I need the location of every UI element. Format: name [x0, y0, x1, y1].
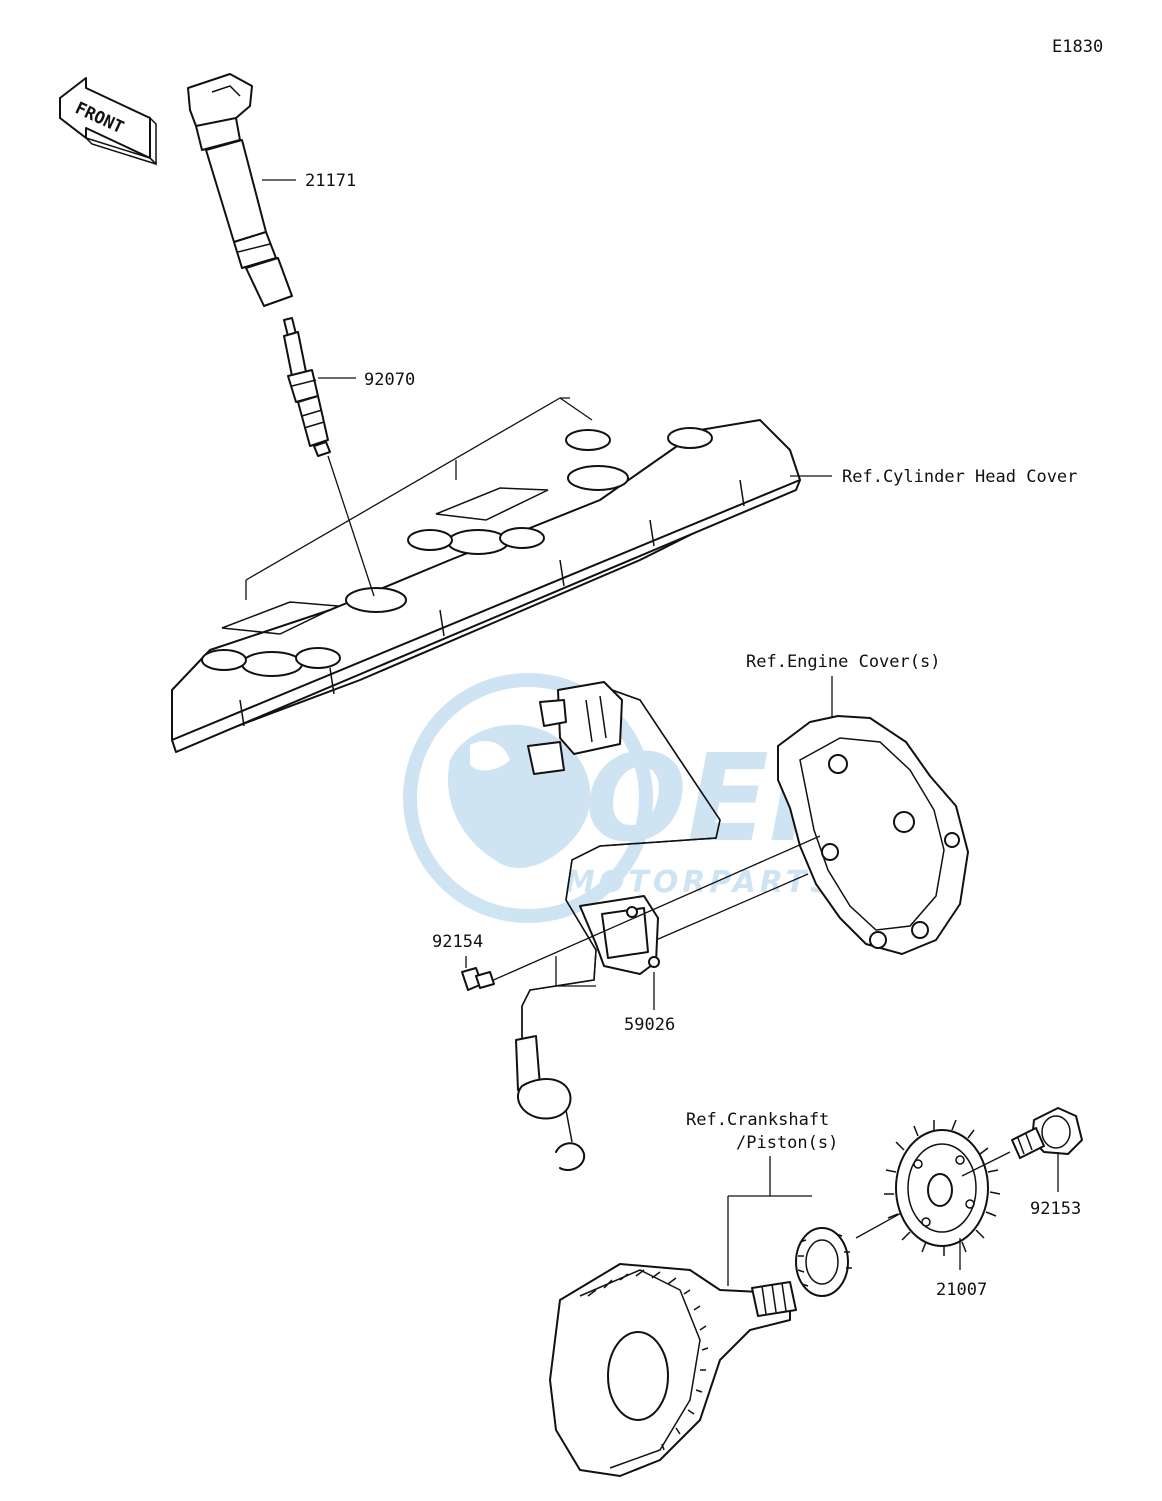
ref-crankshaft-line1: Ref.Crankshaft: [686, 1110, 829, 1130]
engine-cover: [777, 715, 969, 955]
watermark-sub: MOTORPARTS: [565, 865, 836, 900]
crankshaft: [549, 1263, 797, 1477]
leader-bolt-to-rotor: [961, 1151, 1011, 1177]
leader-plug-to-well: [327, 455, 375, 597]
bolt-92154: [461, 967, 495, 991]
timing-rotor: [884, 1119, 1001, 1256]
ref-engine-covers: Ref.Engine Cover(s): [746, 652, 940, 672]
pickup-coil-harness: [515, 681, 721, 1172]
cylinder-head-cover: [171, 397, 801, 753]
label-92070: 92070: [364, 370, 415, 390]
bolt-92153: [1011, 1107, 1083, 1159]
label-21171: 21171: [305, 171, 356, 191]
spark-plug: [283, 317, 331, 457]
crank-gear: [795, 1227, 852, 1297]
leader-sensor-to-cover: [655, 873, 809, 941]
bracket-harness: [555, 956, 596, 987]
label-59026: 59026: [624, 1015, 675, 1035]
label-92154: 92154: [432, 932, 483, 952]
ignition-coil: [187, 73, 293, 307]
leader-bolt-92154: [479, 835, 821, 987]
ref-cylinder-head-cover: Ref.Cylinder Head Cover: [842, 467, 1077, 487]
ref-crankshaft-line2: /Piston(s): [736, 1133, 838, 1153]
front-arrow-icon: FRONT: [59, 77, 157, 166]
diagram-code: E1830: [1052, 37, 1103, 57]
label-92153: 92153: [1030, 1199, 1081, 1219]
label-21007: 21007: [936, 1280, 987, 1300]
